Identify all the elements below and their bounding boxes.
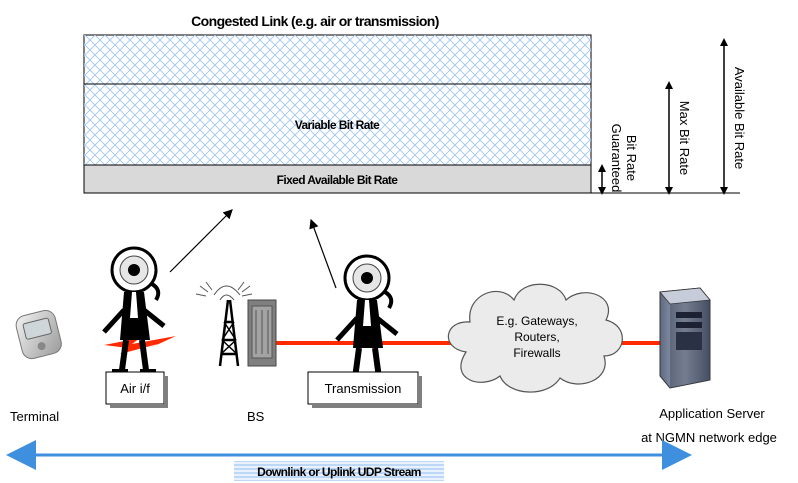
- available-rate-arrow: [720, 38, 728, 195]
- link-title: Congested Link (e.g. air or transmission…: [191, 13, 439, 29]
- fixed-bit-rate-label: Fixed Available Bit Rate: [277, 173, 399, 187]
- fixed-bit-rate-area: [83, 164, 592, 194]
- congested-link-block: [83, 34, 592, 194]
- cloud-label-line1: E.g. Gateways,: [496, 314, 577, 328]
- transmission-label: Transmission: [325, 381, 402, 396]
- air-observer-arrow: [169, 209, 233, 273]
- max-rate-arrow: [665, 81, 673, 195]
- air-observer-magnifier-man-icon: [104, 248, 164, 372]
- variable-bit-rate-area: [84, 35, 591, 165]
- transmission-observer-magnifier-man-icon: [337, 256, 397, 380]
- variable-bit-rate-label: Variable Bit Rate: [295, 118, 380, 132]
- bs-label: BS: [247, 409, 265, 424]
- transmission-label-box: [307, 371, 422, 408]
- base-station-icon: [195, 281, 277, 367]
- application-server-icon: [659, 287, 711, 389]
- available-bit-rate-label: Available Bit Rate: [732, 67, 747, 169]
- air-interface-label: Air i/f: [120, 381, 150, 396]
- cloud-label-line2: Routers,: [514, 330, 559, 344]
- udp-stream-label: Downlink or Uplink UDP Stream: [257, 465, 421, 479]
- air-interface-label-box: [105, 371, 168, 408]
- udp-stream-label-band: [234, 461, 444, 481]
- server-label-line2: at NGMN network edge: [641, 430, 777, 445]
- terminal-label: Terminal: [10, 409, 59, 424]
- cloud-label-line3: Firewalls: [513, 346, 560, 360]
- guaranteed-label-line2: Bit Rate: [624, 135, 639, 181]
- max-bit-rate-label: Max Bit Rate: [677, 101, 692, 175]
- transmission-observer-arrow: [309, 218, 337, 289]
- network-cloud-icon: [447, 283, 623, 393]
- server-label-line1: Application Server: [659, 406, 765, 421]
- guaranteed-rate-arrow: [598, 164, 606, 195]
- terminal-handheld-icon: [15, 309, 62, 360]
- guaranteed-label-line1: Guaranteed: [609, 124, 624, 193]
